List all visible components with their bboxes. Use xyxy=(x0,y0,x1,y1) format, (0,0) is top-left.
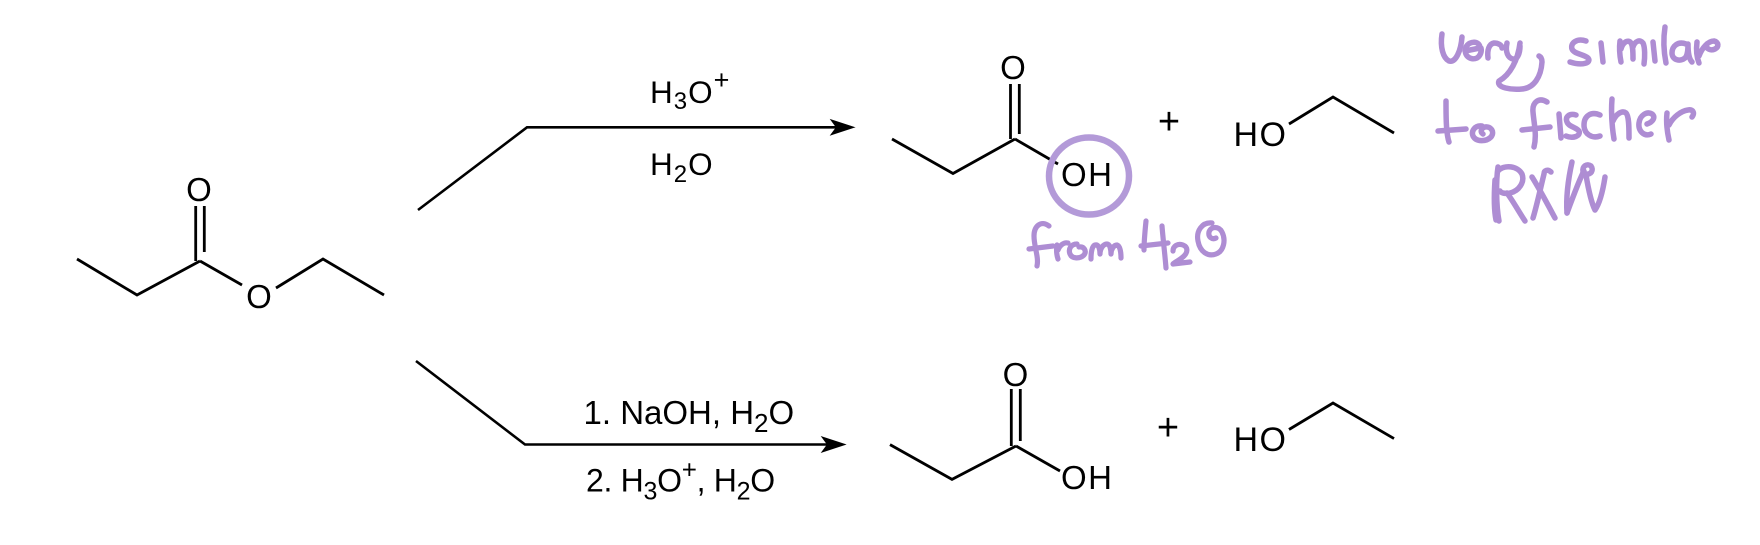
svg-text:HO: HO xyxy=(1234,421,1288,459)
svg-text:+: + xyxy=(1158,101,1180,143)
svg-text:1. NaOH, H2O: 1. NaOH, H2O xyxy=(584,394,795,438)
svg-text:O: O xyxy=(186,171,212,208)
svg-text:H2O: H2O xyxy=(650,146,714,188)
svg-text:O: O xyxy=(1003,356,1029,393)
svg-text:OH: OH xyxy=(1061,459,1114,496)
svg-text:OH: OH xyxy=(1061,156,1114,193)
svg-text:O: O xyxy=(1000,49,1026,86)
svg-text:O: O xyxy=(246,278,272,315)
svg-text:HO: HO xyxy=(1234,116,1288,154)
svg-text:2. H3O+, H2O: 2. H3O+, H2O xyxy=(586,455,775,506)
svg-text:+: + xyxy=(1157,407,1179,449)
svg-text:H3O+: H3O+ xyxy=(650,65,730,115)
